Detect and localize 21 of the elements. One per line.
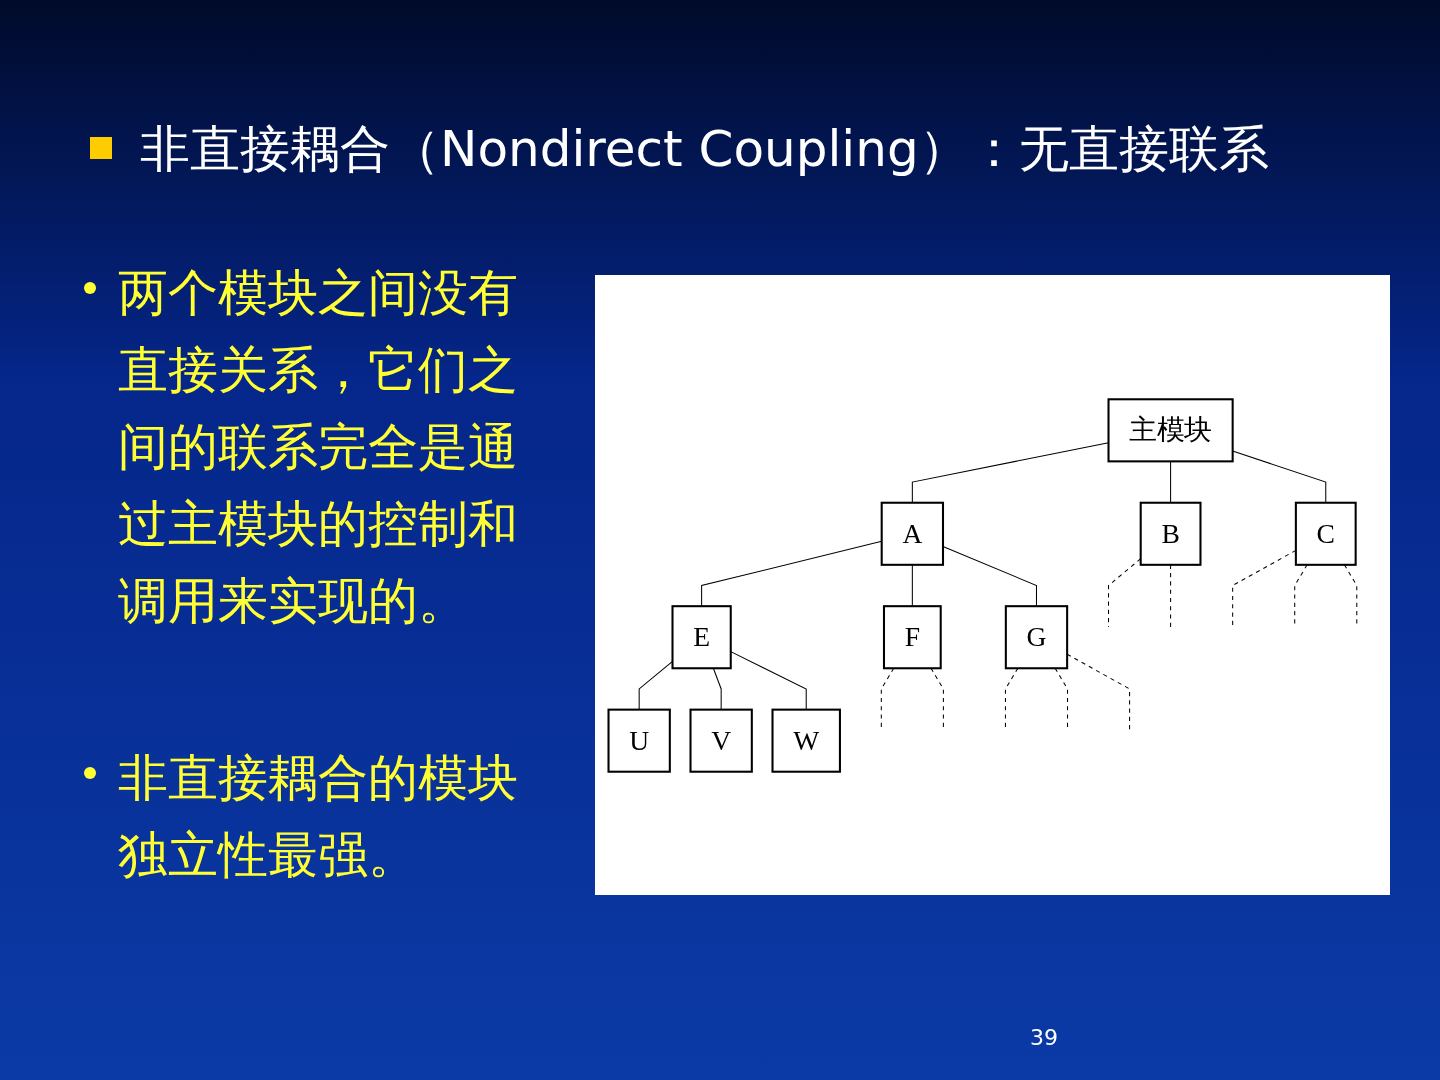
node-box bbox=[770, 708, 841, 773]
node-box bbox=[1294, 501, 1357, 566]
connector bbox=[1169, 460, 1171, 503]
node-box bbox=[607, 708, 671, 773]
connector bbox=[638, 660, 673, 710]
node-box bbox=[1107, 397, 1234, 462]
node-box bbox=[882, 604, 942, 669]
diagram-panel: 主模块 A B C E F G U V W bbox=[595, 275, 1390, 895]
connector bbox=[1066, 653, 1130, 731]
connector bbox=[1231, 549, 1296, 627]
connector bbox=[712, 667, 722, 710]
node-box bbox=[880, 501, 944, 566]
bullet-text: 非直接耦合的模块独立性最强。 bbox=[118, 748, 519, 886]
page-number: 39 bbox=[1030, 1025, 1058, 1050]
node-box bbox=[688, 708, 753, 773]
connector bbox=[911, 441, 1109, 503]
bullet-text: 两个模块之间没有直接关系，它们之间的联系完全是通过主模块的控制和调用来实现的。 bbox=[118, 263, 519, 632]
node-box bbox=[1139, 501, 1201, 566]
node-box bbox=[1004, 604, 1068, 669]
node-box bbox=[670, 604, 732, 669]
slide-title: 非直接耦合（Nondirect Coupling）：无直接联系 bbox=[140, 119, 1270, 180]
